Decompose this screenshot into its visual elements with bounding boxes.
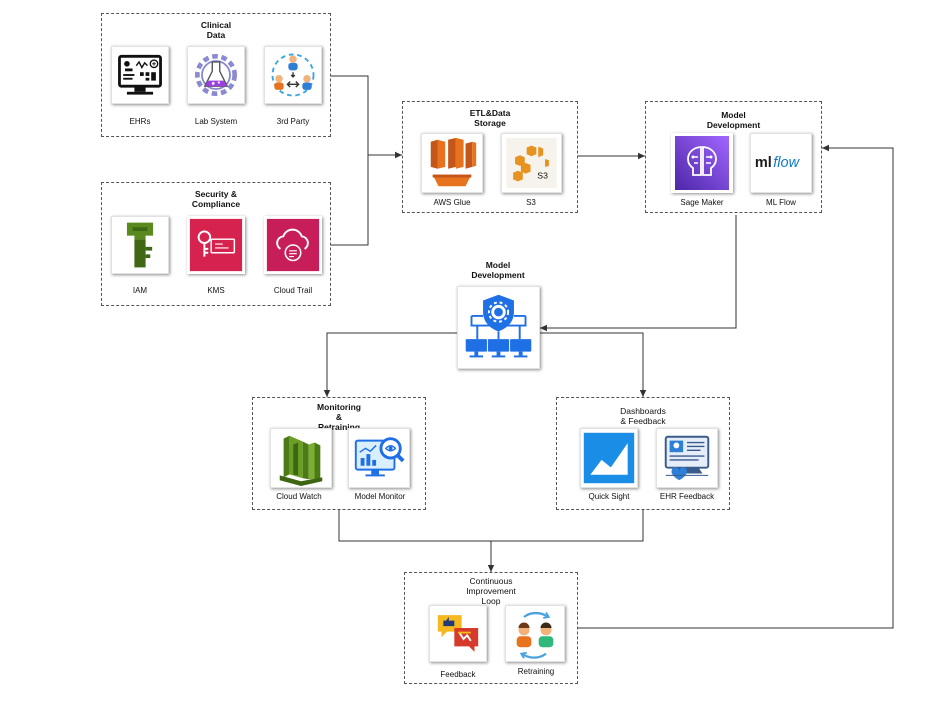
model-monitor-tile[interactable] [348, 428, 410, 488]
lab-system-label: Lab System [194, 117, 238, 126]
edge-security-to-etl [331, 155, 369, 246]
quick-sight-label: Quick Sight [588, 492, 630, 501]
flask-gear-icon [195, 54, 237, 96]
iam-key-icon [126, 222, 154, 268]
group-title: Security & Compliance [191, 189, 241, 209]
ehr-feedback-tile[interactable] [656, 428, 718, 488]
retraining-label: Retraining [517, 667, 555, 676]
model-monitor-label: Model Monitor [354, 492, 406, 501]
aws-glue-label: AWS Glue [433, 198, 471, 207]
group-title: Dashboards & Feedback [620, 406, 666, 426]
cloud-trail-icon [266, 218, 320, 272]
ehr-feedback-icon [664, 435, 710, 481]
ml-flow-label: ML Flow [766, 198, 796, 207]
feedback-tile[interactable] [429, 605, 487, 662]
s3-label: S3 [526, 198, 536, 207]
cloud-watch-tile[interactable] [270, 428, 332, 488]
third-party-label: 3rd Party [276, 117, 310, 126]
iam-label: IAM [132, 286, 148, 295]
sagemaker-brain-icon [675, 136, 729, 190]
edge-deploy-to-monitoring [323, 332, 457, 397]
s3-buckets-icon: S3 [506, 137, 557, 189]
ml-flow-tile[interactable]: ml flow [750, 133, 812, 193]
iam-tile[interactable] [111, 216, 169, 274]
group-title: Clinical Data [200, 20, 232, 40]
quick-sight-tile[interactable] [580, 428, 638, 488]
deployment-title: Model Development [471, 260, 525, 280]
group-title: Continuous Improvement Loop [466, 576, 516, 606]
group-security-compliance: Security & Compliance [101, 182, 331, 306]
lab-system-tile[interactable] [187, 46, 245, 104]
s3-tile[interactable]: S3 [501, 133, 562, 193]
cloud-trail-tile[interactable] [264, 216, 322, 274]
sage-maker-label: Sage Maker [680, 198, 724, 207]
edge-clinical-to-etl [331, 75, 402, 159]
group-title: ETL&Data Storage [469, 108, 511, 128]
monitor-magnifier-icon [354, 437, 405, 477]
aws-glue-tile[interactable] [421, 133, 483, 193]
group-clinical-data: Clinical Data [101, 13, 331, 137]
group-dashboards-feedback: Dashboards & Feedback [556, 397, 730, 510]
group-etl-data-storage: ETL&Data Storage [402, 101, 578, 213]
edge-deploy-to-dashboards [540, 332, 647, 397]
s3-label-text: S3 [537, 170, 548, 180]
cloud-watch-label: Cloud Watch [276, 492, 322, 501]
shield-network-icon [465, 294, 532, 358]
kms-label: KMS [207, 286, 225, 295]
quicksight-icon [583, 432, 635, 484]
cloud-trail-label: Cloud Trail [273, 286, 313, 295]
mlflow-logo-icon: ml flow [755, 155, 801, 171]
people-exchange-icon [271, 53, 315, 97]
people-cycle-icon [516, 611, 554, 659]
group-model-development: Model Development [645, 101, 822, 213]
feedback-label: Feedback [440, 670, 476, 679]
edge-dashboards-to-improvement [491, 510, 644, 542]
aws-glue-icon [430, 137, 477, 187]
kms-key-icon [189, 218, 243, 272]
deployment-tile[interactable] [457, 286, 540, 369]
ehrs-tile[interactable] [111, 46, 169, 104]
group-title: Monitoring & Retraining [317, 402, 361, 432]
retraining-tile[interactable] [505, 605, 565, 662]
edge-modeldev-to-deploy [540, 215, 737, 332]
ehrs-label: EHRs [129, 117, 151, 126]
cloudwatch-icon [279, 435, 323, 487]
group-title: Model Development [706, 110, 761, 130]
sage-maker-tile[interactable] [671, 133, 733, 193]
chat-feedback-icon [437, 615, 479, 652]
group-continuous-improvement: Continuous Improvement Loop [404, 572, 578, 684]
ehr-feedback-label: EHR Feedback [659, 492, 715, 501]
mlflow-flow-text: flow [773, 155, 800, 171]
monitor-dashboard-icon [118, 54, 162, 95]
third-party-tile[interactable] [264, 46, 322, 104]
kms-tile[interactable] [187, 216, 245, 274]
edge-improvement-to-modeldev [578, 144, 894, 629]
edge-monitoring-to-improvement [338, 510, 495, 572]
mlflow-ml-text: ml [755, 155, 772, 171]
group-monitoring-retraining: Monitoring & Retraining [252, 397, 426, 510]
